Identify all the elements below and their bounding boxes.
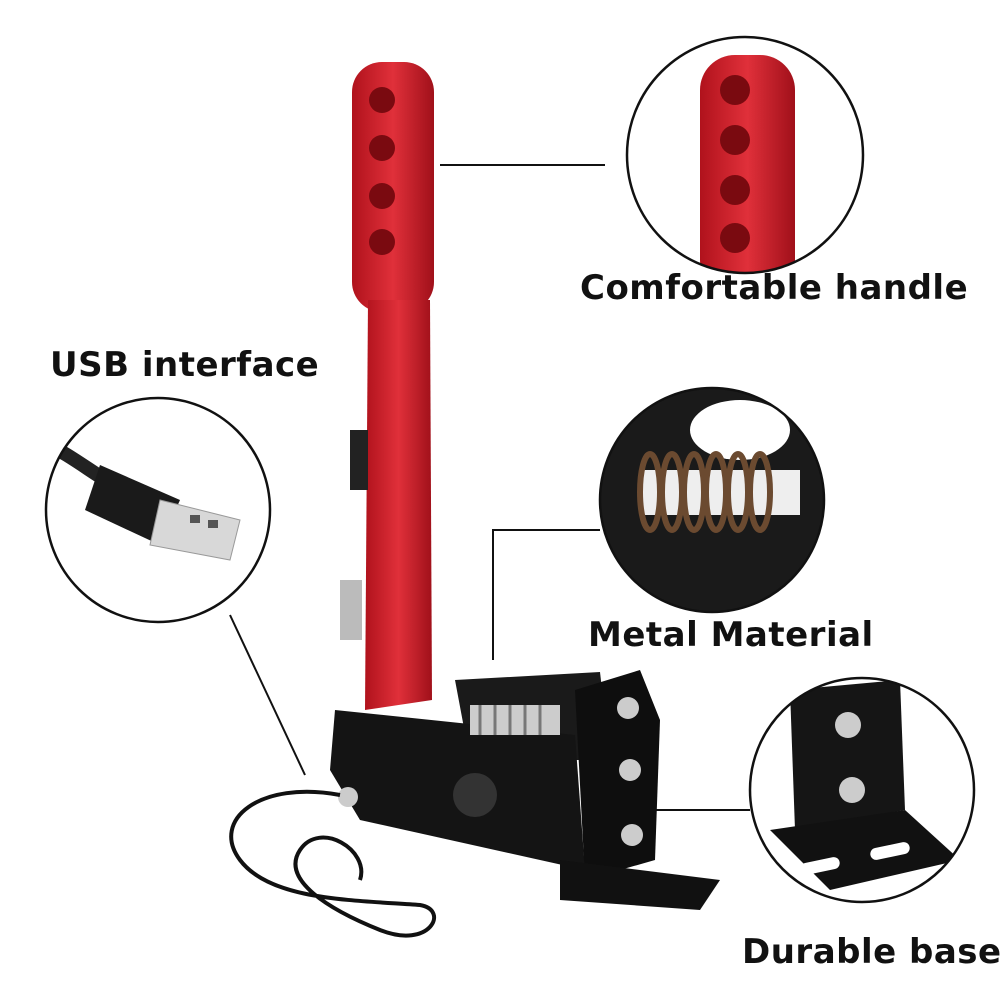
usb-detail-circle [44,396,272,624]
base-unit [330,670,720,910]
usb-cable [229,789,437,938]
label-durable-base: Durable base [742,932,1000,972]
label-comfortable-handle: Comfortable handle [580,268,969,308]
base-detail-circle [748,676,976,904]
handle-detail-circle [625,35,865,275]
spring-detail-circle [598,386,826,614]
label-metal-material: Metal Material [588,615,874,655]
label-usb-interface: USB interface [50,345,320,385]
handle-lever [340,62,434,710]
callout-lines [229,164,750,811]
